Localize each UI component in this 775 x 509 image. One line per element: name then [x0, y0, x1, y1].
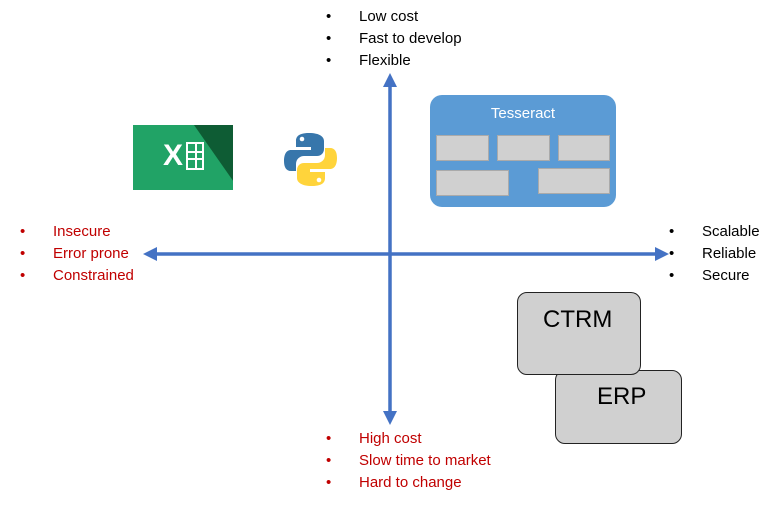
- tesseract-block: [497, 135, 550, 161]
- top-attribute: Fast to develop: [326, 28, 461, 50]
- left-attribute: Insecure: [20, 221, 134, 243]
- tesseract-block: [558, 135, 610, 161]
- left-attributes-list: Insecure Error prone Constrained: [20, 221, 134, 287]
- tesseract-box: Tesseract: [430, 95, 616, 207]
- tesseract-block: [436, 135, 489, 161]
- top-attribute: Flexible: [326, 50, 462, 72]
- excel-icon: X: [133, 125, 233, 190]
- bottom-attribute: Slow time to market: [326, 450, 491, 472]
- top-attributes-list: Low cost Fast to develop Flexible: [326, 6, 462, 72]
- python-icon: [284, 133, 337, 186]
- tesseract-title: Tesseract: [490, 105, 556, 122]
- ctrm-label: CTRM: [543, 306, 613, 333]
- erp-card: ERP: [555, 370, 682, 444]
- top-attribute: Low cost: [326, 6, 462, 28]
- left-attribute: Error prone: [20, 243, 134, 265]
- bottom-attribute: Hard to change: [326, 472, 491, 494]
- left-attribute: Constrained: [20, 265, 134, 287]
- tesseract-block: [436, 170, 509, 196]
- ctrm-card: CTRM: [517, 292, 641, 375]
- bottom-attribute: High cost: [326, 428, 491, 450]
- erp-label: ERP: [597, 383, 647, 410]
- tesseract-block: [538, 168, 610, 194]
- right-attribute: Reliable: [669, 243, 760, 265]
- right-attribute: Secure: [669, 265, 760, 287]
- bottom-attributes-list: High cost Slow time to market Hard to ch…: [326, 428, 491, 494]
- right-attributes-list: Scalable Reliable Secure: [669, 221, 760, 287]
- right-attribute: Scalable: [669, 221, 759, 243]
